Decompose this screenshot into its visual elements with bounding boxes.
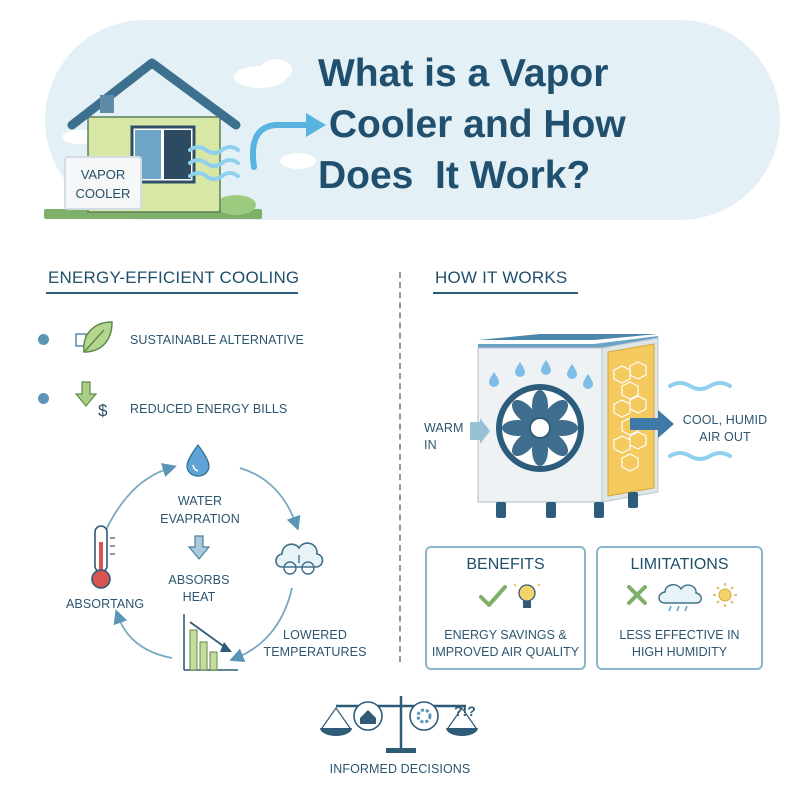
- title-line-1: What is a Vapor: [318, 52, 609, 95]
- benefits-line-1: ENERGY SAVINGS &: [444, 628, 567, 642]
- limitations-text: LESS EFFECTIVE IN HIGH HUMIDITY: [598, 627, 761, 661]
- bullet-reduced-bills: REDUCED ENERGY BILLS: [130, 402, 288, 416]
- checkmark-icon: [478, 585, 507, 607]
- benefits-title: BENEFITS: [466, 556, 545, 573]
- water-evaporation-label: WATER EVAPRATION: [140, 492, 260, 528]
- x-mark-icon: [626, 585, 647, 605]
- limitations-line-1: LESS EFFECTIVE IN: [619, 628, 740, 642]
- absortang-label: ABSORTANG: [66, 597, 145, 611]
- sign-line-1: VAPOR: [80, 167, 126, 182]
- absorbs-line-1: ABSORBS: [168, 573, 230, 587]
- heading-underline: [46, 292, 298, 294]
- cool-air-out-label: COOL, HUMID AIR OUT: [675, 412, 775, 446]
- evaporation-cycle-diagram: [105, 463, 301, 662]
- energy-efficient-heading: ENERGY-EFFICIENT COOLING: [48, 268, 300, 287]
- heading-underline: [433, 292, 578, 294]
- how-it-works-heading: HOW IT WORKS: [435, 268, 568, 287]
- benefits-line-2: IMPROVED AIR QUALITY: [431, 645, 580, 659]
- title-line-2: Cooler and How: [318, 103, 626, 146]
- house-bubble-icon: [353, 701, 383, 731]
- gear-bubble-icon: [409, 701, 439, 731]
- cool-air-out-arrow: [630, 381, 732, 461]
- warm-in-arrow-icon: [470, 418, 490, 444]
- rain-cloud-icon: [657, 584, 702, 612]
- sun-icon: [712, 583, 737, 607]
- page-title: What is a Vapor Cooler and How Does It W…: [318, 48, 738, 201]
- bullet-sustainable: SUSTAINABLE ALTERNATIVE: [130, 333, 304, 347]
- dollar-down-icon: $: [74, 381, 108, 420]
- bullet-dot: [38, 334, 49, 345]
- limitations-line-2: HIGH HUMIDITY: [631, 645, 728, 659]
- scale-balance-icon: ?!?: [320, 696, 478, 753]
- warm-in-line-1: WARM: [424, 421, 464, 435]
- bullet-dot: [38, 393, 49, 404]
- decreasing-chart-icon: [183, 614, 238, 671]
- thermometer-icon: [91, 525, 115, 589]
- lightbulb-icon: [512, 583, 541, 608]
- benefits-text: ENERGY SAVINGS & IMPROVED AIR QUALITY: [427, 627, 584, 661]
- absorbs-heat-label: ABSORBS HEAT: [149, 572, 249, 606]
- cool-out-line-1: COOL, HUMID: [682, 413, 768, 427]
- cloud-wind-icon: [275, 542, 324, 575]
- benefits-icons: [478, 583, 541, 608]
- lowered-line-1: LOWERED: [283, 628, 347, 642]
- cool-out-line-2: AIR OUT: [699, 430, 751, 444]
- water-label-line-2: EVAPRATION: [160, 512, 240, 526]
- question-marks-icon: ?!?: [454, 703, 476, 719]
- limitations-card: LIMITATIONS LESS EFFECTIVE IN HIGH HUMID…: [596, 546, 763, 670]
- absorbs-line-2: HEAT: [182, 590, 216, 604]
- informed-decisions-label: INFORMED DECISIONS: [329, 762, 471, 776]
- warm-in-line-2: IN: [424, 438, 437, 452]
- warm-in-label: WARM IN: [424, 420, 464, 454]
- limitations-title: LIMITATIONS: [630, 556, 729, 573]
- sign-line-2: COOLER: [75, 186, 131, 201]
- title-line-3: Does It Work?: [318, 154, 591, 197]
- down-arrow-icon: [187, 535, 211, 560]
- vapor-cooler-sign: VAPOR COOLER: [64, 156, 142, 210]
- svg-text:$: $: [98, 401, 108, 420]
- benefits-card: BENEFITS ENERGY SAVINGS & IMPROVED AIR Q…: [425, 546, 586, 670]
- lowered-temperatures-label: LOWERED TEMPERATURES: [260, 627, 370, 661]
- water-label-line-1: WATER: [177, 494, 223, 508]
- limitations-icons: [626, 583, 737, 612]
- water-drop-icon: [186, 444, 210, 477]
- lowered-line-2: TEMPERATURES: [263, 645, 367, 659]
- leaf-icon: [75, 321, 113, 353]
- column-divider: [399, 272, 401, 662]
